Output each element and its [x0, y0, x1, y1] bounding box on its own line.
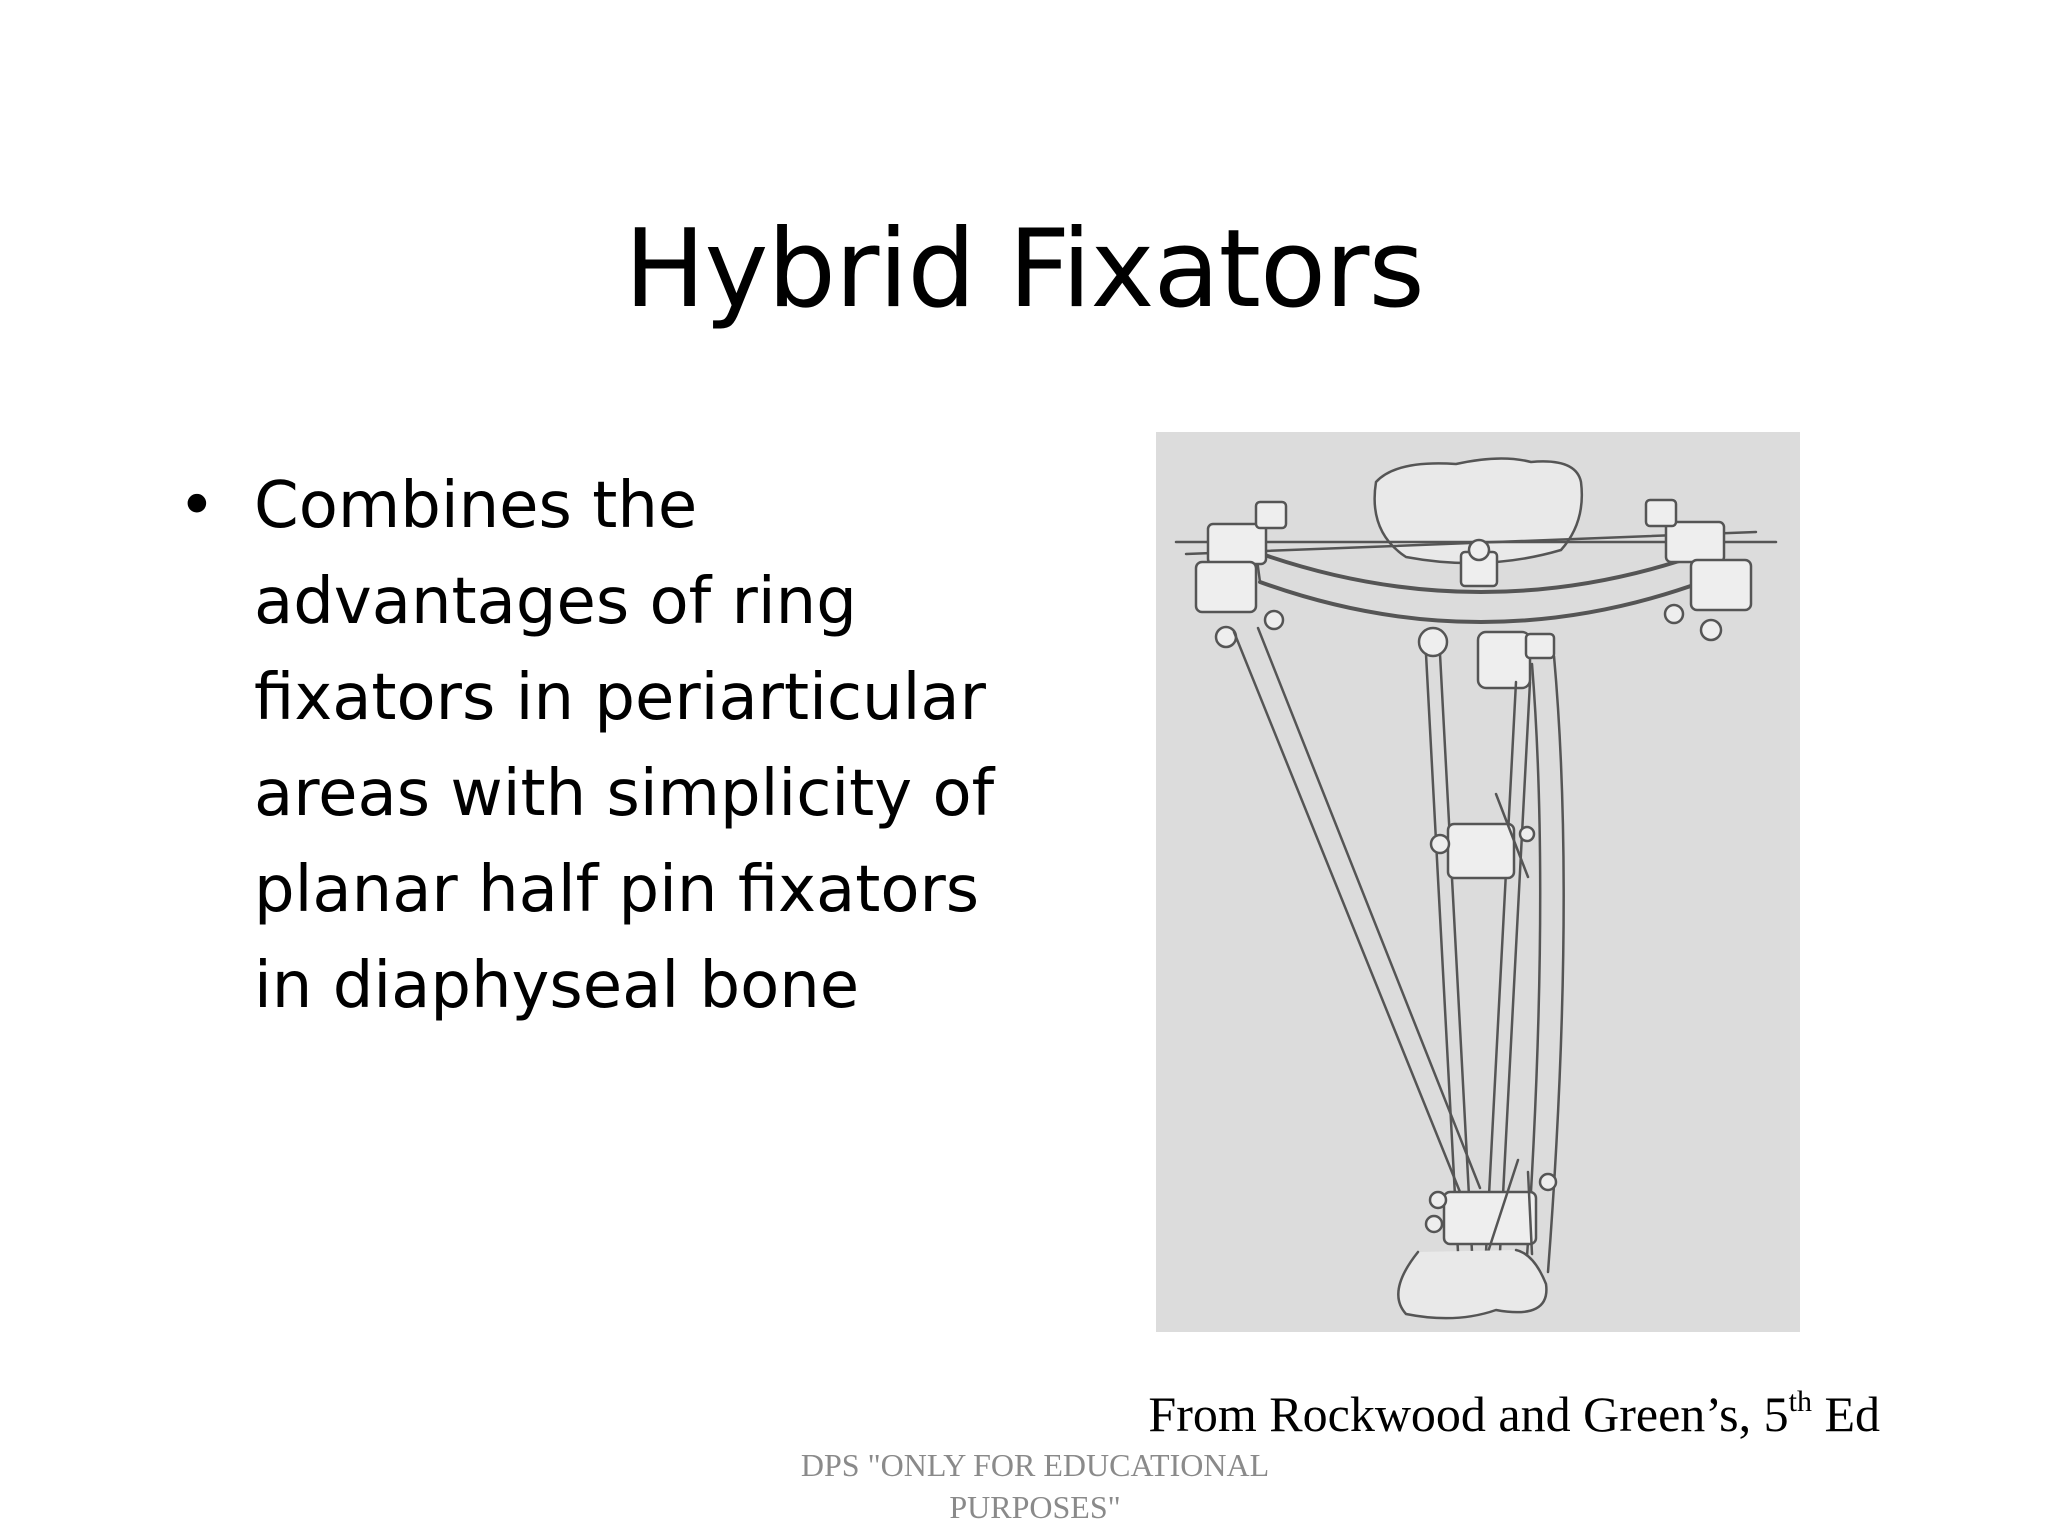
caption-text: From Rockwood and Green’s, 5	[1148, 1386, 1789, 1442]
rod-clamp	[1442, 1190, 1538, 1246]
image-caption: From Rockwood and Green’s, 5th Ed	[1100, 1384, 1880, 1444]
wire-clamp	[1194, 560, 1258, 614]
connecting-rod	[1484, 680, 1518, 1254]
rod-clamp	[1446, 822, 1516, 880]
watermark-line-1: DPS "ONLY FOR EDUCATIONAL	[800, 1447, 1270, 1483]
connecting-rod	[1424, 652, 1460, 1254]
bullet-text: Combines the advantages of ring fixators…	[254, 469, 995, 1023]
caption-superscript: th	[1788, 1385, 1812, 1418]
fixator-ring-inner	[1258, 580, 1704, 624]
wire-clamp	[1206, 522, 1268, 566]
slide-title: Hybrid Fixators	[624, 207, 1424, 332]
hybrid-fixator-illustration-icon	[1174, 457, 1778, 1320]
watermark: DPS "ONLY FOR EDUCATIONAL PURPOSES"	[740, 1444, 1330, 1528]
proximal-bone-outline	[1373, 457, 1583, 565]
fixator-figure	[1156, 432, 1800, 1332]
caption-suffix: Ed	[1811, 1386, 1880, 1442]
wire-clamp	[1689, 558, 1753, 612]
distal-bone-outline	[1397, 1248, 1548, 1320]
bullet-item: • Combines the advantages of ring fixato…	[170, 458, 1050, 1034]
diagonal-strut	[1232, 630, 1462, 1194]
tibial-shaft-outline	[1546, 654, 1565, 1274]
fixator-ring	[1254, 550, 1708, 594]
bullet-marker: •	[178, 469, 216, 543]
bullet-list: • Combines the advantages of ring fixato…	[170, 458, 1050, 1034]
watermark-line-2: PURPOSES"	[949, 1489, 1121, 1525]
wire-clamp	[1664, 520, 1726, 564]
